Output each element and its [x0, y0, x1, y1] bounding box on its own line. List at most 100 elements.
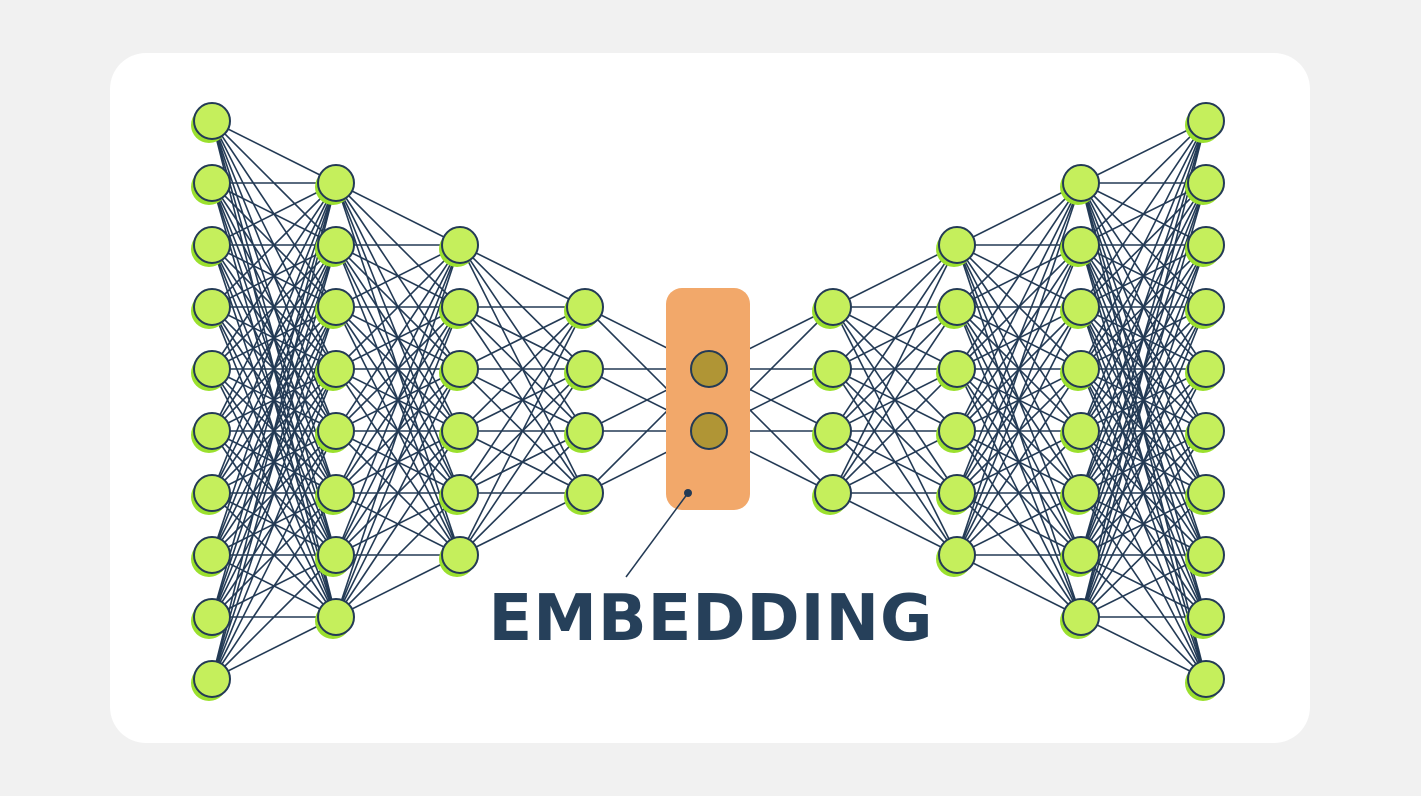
connection-line: [459, 306, 586, 370]
connection-line: [1080, 306, 1207, 618]
connection-line: [211, 182, 337, 680]
connection-line: [956, 182, 1082, 370]
connection-line: [211, 182, 337, 432]
neuron-node: [315, 288, 355, 329]
connection-line: [211, 430, 337, 680]
connection-line: [1080, 120, 1207, 432]
connection-line: [1080, 182, 1207, 618]
connection-line: [459, 244, 586, 308]
connection-line: [335, 244, 461, 308]
connection-line: [211, 182, 337, 370]
neuron-node: [936, 226, 976, 267]
connection-line: [211, 616, 337, 680]
neuron-node: [191, 102, 231, 143]
connection-line: [956, 182, 1082, 246]
connection-line: [1080, 120, 1207, 184]
connection-line: [1080, 120, 1207, 246]
connection-line: [335, 244, 461, 370]
connection-line: [211, 244, 337, 680]
connection-line: [956, 430, 1082, 556]
connection-line: [1080, 244, 1207, 618]
connection-line: [832, 244, 958, 494]
connection-line: [211, 182, 337, 246]
neuron-node: [191, 226, 231, 267]
neuron-node: [564, 288, 604, 329]
neuron-node: [564, 350, 604, 391]
embedding-highlight-box: [666, 288, 750, 510]
neuron-node: [315, 536, 355, 577]
neuron-node: [1185, 660, 1225, 701]
neuron-node: [191, 164, 231, 205]
neuron-node: [1060, 598, 1100, 639]
neuron-node: [315, 598, 355, 639]
neuron-node: [1060, 288, 1100, 329]
connection-line: [1080, 120, 1207, 494]
connection-line: [956, 182, 1082, 432]
connection-line: [832, 306, 958, 494]
neuron-node: [191, 474, 231, 515]
connection-line: [211, 306, 337, 680]
connection-line: [832, 244, 958, 370]
neuron-node: [1060, 226, 1100, 267]
neuron-node: [191, 288, 231, 329]
neuron-node: [1185, 102, 1225, 143]
neuron-node: [936, 474, 976, 515]
embedding-node: [690, 412, 728, 450]
neuron-node: [439, 288, 479, 329]
neuron-node: [936, 288, 976, 329]
connection-line: [956, 554, 1082, 618]
connection-line: [832, 492, 958, 556]
connection-line: [459, 492, 586, 556]
connection-line: [335, 492, 461, 618]
connection-line: [211, 182, 337, 556]
neuron-node: [315, 164, 355, 205]
neuron-node: [315, 226, 355, 267]
connection-line: [1080, 120, 1207, 556]
embedding-node: [690, 350, 728, 388]
connection-line: [1080, 492, 1207, 618]
neuron-node: [936, 412, 976, 453]
neuron-node: [1185, 164, 1225, 205]
connection-line: [211, 182, 337, 618]
connection-line: [211, 182, 337, 308]
connection-line: [956, 182, 1082, 556]
connection-line: [956, 492, 1082, 556]
connection-line: [211, 182, 337, 494]
connection-line: [335, 430, 461, 618]
neuron-node: [812, 288, 852, 329]
connection-line: [956, 368, 1082, 556]
neuron-node: [1185, 226, 1225, 267]
connection-line: [956, 306, 1082, 556]
connection-line: [335, 306, 461, 618]
connection-line: [211, 492, 337, 680]
connection-line: [832, 244, 958, 432]
neuron-node: [191, 598, 231, 639]
neuron-node: [191, 660, 231, 701]
neuron-node: [1060, 536, 1100, 577]
connection-line: [832, 368, 958, 494]
connection-line: [1080, 120, 1207, 308]
neuron-nodes: [191, 102, 1225, 701]
neuron-node: [1060, 412, 1100, 453]
connection-line: [459, 368, 586, 556]
neuron-node: [439, 474, 479, 515]
neuron-node: [191, 412, 231, 453]
neuron-node: [1060, 474, 1100, 515]
neuron-node: [1185, 350, 1225, 391]
neuron-node: [439, 226, 479, 267]
embedding-leader-dot: [684, 489, 692, 497]
connection-line: [335, 554, 461, 618]
connection-line: [335, 244, 461, 556]
neuron-node: [315, 412, 355, 453]
neuron-node: [1185, 536, 1225, 577]
connection-line: [459, 306, 586, 494]
connection-line: [335, 244, 461, 494]
neuron-node: [812, 350, 852, 391]
connection-line: [1080, 616, 1207, 680]
connection-line: [956, 182, 1082, 494]
connection-line: [335, 244, 461, 618]
neuron-node: [564, 412, 604, 453]
connection-line: [335, 244, 461, 432]
connection-line: [1080, 120, 1207, 618]
